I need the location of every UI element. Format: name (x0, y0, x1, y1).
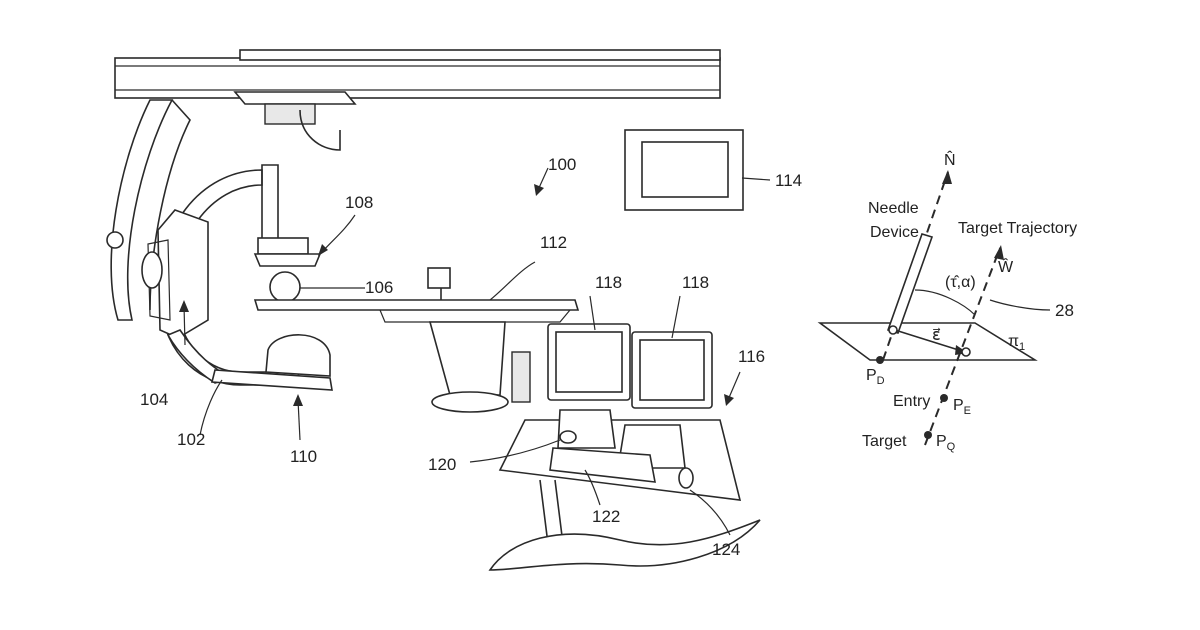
ref-112: 112 (540, 233, 567, 252)
needle-label-1: Needle (868, 200, 919, 217)
needle-label-2: Device (870, 224, 919, 241)
pd-symbol: P (866, 367, 877, 384)
c-arm-base (168, 330, 332, 390)
wall-display (625, 130, 743, 210)
epsilon-vector (895, 330, 965, 352)
detector (142, 210, 208, 338)
ref-120: 120 (428, 455, 456, 474)
pe-label: PE (953, 397, 971, 417)
point-pe (940, 394, 948, 402)
ref-118-right: 118 (682, 273, 709, 292)
ref-100: 100 (548, 155, 576, 174)
plane-pi1 (820, 323, 1035, 360)
pq-subscript: Q (947, 441, 956, 453)
pe-subscript: E (964, 405, 971, 417)
pq-label: PQ (936, 433, 956, 453)
plane-label: π1 (1008, 333, 1025, 353)
entry-label: Entry (893, 393, 930, 410)
epsilon-label: ε⃗ (932, 327, 941, 344)
ceiling-rail (115, 50, 720, 124)
pd-subscript: D (877, 375, 885, 387)
ref-118-left: 118 (595, 273, 622, 292)
ref-28: 28 (1055, 301, 1074, 320)
pq-symbol: P (936, 433, 947, 450)
ref-116: 116 (738, 347, 765, 366)
plane-subscript: 1 (1019, 341, 1025, 353)
w-hat-label: Ŵ (998, 257, 1014, 276)
plane-symbol: π (1008, 333, 1019, 350)
target-label: Target (862, 433, 907, 450)
pe-symbol: P (953, 397, 964, 414)
suspension-arm (107, 100, 340, 320)
tau-alpha-label: (τ̂,α) (945, 274, 976, 291)
ref-122: 122 (592, 507, 620, 526)
pd-label: PD (866, 367, 885, 387)
ref-106: 106 (365, 278, 393, 297)
n-hat-label: N̂ (944, 149, 956, 169)
target-trajectory-label: Target Trajectory (958, 220, 1077, 237)
patient (270, 272, 300, 302)
ref-110: 110 (290, 447, 317, 466)
needle-device (888, 234, 932, 333)
point-pq (924, 431, 932, 439)
trajectory-inset: N̂ Needle Device Target Trajectory Ŵ (τ̂… (820, 149, 1077, 453)
ref-124: 124 (712, 540, 740, 559)
point-pd (876, 356, 884, 364)
ref-104: 104 (140, 390, 168, 409)
ref-102: 102 (177, 430, 205, 449)
ref-114: 114 (775, 171, 802, 190)
ref-108: 108 (345, 193, 373, 212)
